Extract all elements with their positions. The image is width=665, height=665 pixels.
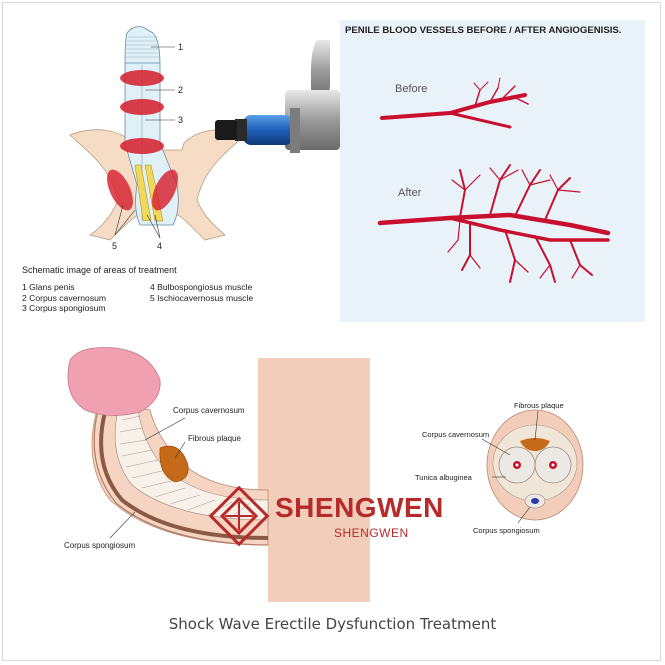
legend-right: 4 Bulbospongiosus muscle 5 Ischiocaverno… [150, 282, 253, 303]
brand-watermark: SHENGWEN [275, 492, 444, 523]
vessels-title: PENILE BLOOD VESSELS BEFORE / AFTER ANGI… [345, 25, 622, 36]
before-label: Before [395, 83, 428, 95]
penis-cross-section: Fibrous plaque Corpus cavernosum Tunica … [415, 401, 584, 535]
cross-corpus-spongiosum-label: Corpus spongiosum [473, 526, 540, 535]
brand-watermark-sub: SHENGWEN [334, 526, 409, 540]
label-1: 1 [178, 42, 183, 52]
legend-item: 3 Corpus spongiosum [22, 303, 106, 313]
label-4: 4 [157, 241, 162, 250]
label-2: 2 [178, 85, 183, 95]
legend-item: 1 Glans penis [22, 282, 75, 292]
brand-logo-icon [208, 485, 270, 547]
cross-corpus-cavernosum-label: Corpus cavernosum [422, 430, 489, 439]
shockwave-applicator [215, 40, 340, 153]
legend-item: 5 Ischiocavernosus muscle [150, 292, 254, 303]
penis-side-view: Corpus cavernosum Fibrous plaque Corpus … [64, 347, 370, 602]
treatment-areas-schematic: 1 2 3 4 5 [69, 26, 246, 250]
legend-left: 1 Glans penis 2 Corpus cavernosum 3 Corp… [22, 282, 106, 314]
label-5: 5 [112, 241, 117, 250]
side-corpus-spongiosum-label: Corpus spongiosum [64, 541, 135, 550]
label-3: 3 [178, 115, 183, 125]
side-corpus-cavernosum-label: Corpus cavernosum [173, 406, 245, 415]
after-label: After [398, 187, 422, 199]
legend-item: 4 Bulbospongiosus muscle [150, 282, 253, 292]
legend-item: 2 Corpus cavernosum [22, 292, 107, 303]
cross-fibrous-plaque-label: Fibrous plaque [514, 401, 564, 410]
vessels-drawing [377, 77, 611, 283]
legend-title: Schematic image of areas of treatment [22, 265, 177, 275]
cross-tunica-albuginea-label: Tunica albuginea [415, 473, 473, 482]
side-fibrous-plaque-label: Fibrous plaque [188, 434, 241, 443]
image-caption: Shock Wave Erectile Dysfunction Treatmen… [168, 615, 497, 633]
